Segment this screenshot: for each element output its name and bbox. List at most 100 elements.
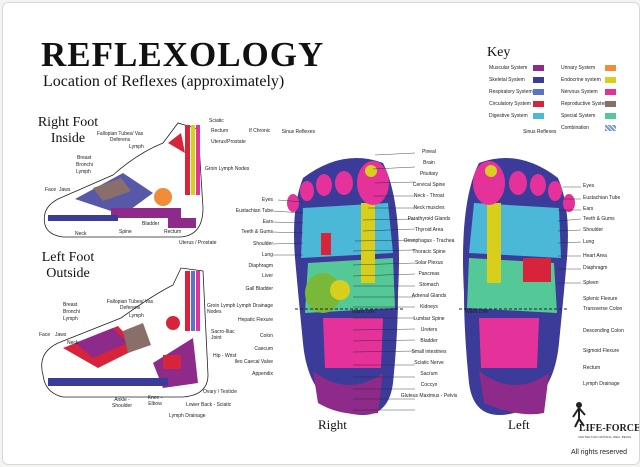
label-lymph-outside: Lymph	[129, 313, 144, 319]
brand-name: LIFE-FORCE	[579, 423, 640, 434]
leader-lines	[272, 152, 582, 411]
sole-center-label-1: Brain	[423, 160, 435, 167]
label-face: Face	[45, 187, 57, 193]
sole-center-label-19: Sciatic Nerve	[414, 359, 444, 366]
key-item-label: Combination	[561, 125, 590, 131]
label-fallopian-tubes: Fallopian Tubes/ Vas Deferens	[96, 131, 144, 143]
sole-right-label-3: Ears	[583, 206, 594, 212]
label-lower-back-sciatic: Lower Back - Sciatic	[186, 402, 232, 408]
sole-center-label-13: Adrenal Glands	[411, 293, 447, 300]
sole-center-label-5: Neck muscles	[413, 204, 445, 211]
sole-right-label-2: Eustachian Tube	[583, 195, 621, 201]
label-breast: Breast	[77, 155, 92, 161]
key-color-swatch	[605, 89, 616, 95]
key-item-label: Nervous System	[561, 89, 598, 95]
sole-right-label-10: Splenic Flexure	[583, 296, 618, 302]
page-subtitle: Location of Reflexes (approximately)	[43, 73, 285, 90]
sole-right-label-8: Diaphragm	[583, 265, 608, 271]
key-color-swatch	[605, 77, 616, 83]
key-item-label: Muscular System	[489, 65, 528, 71]
label-lymph-outside-2: Lymph	[63, 316, 78, 322]
label-spine: Spine	[119, 229, 132, 235]
key-item-label: Skeletal System	[489, 77, 525, 83]
right-foot-inside-drawing	[43, 122, 204, 238]
sole-center-label-10: Solar Plexus	[414, 260, 444, 266]
sole-center-label-9: Thoracic Spine	[412, 248, 446, 255]
rights-text: All rights reserved	[571, 449, 628, 456]
left-sole-drawing	[459, 158, 575, 415]
sole-right-label-7: Heart Area	[583, 253, 607, 259]
label-sciatic: Sciatic	[209, 118, 224, 124]
label-breast-outside: Breast	[63, 302, 78, 308]
sole-center-label-11: Pancreas	[418, 271, 440, 278]
label-neck-outside: Neck	[67, 340, 79, 346]
foot-name-right: Right	[318, 417, 347, 432]
sole-right-label-16: Lymph Drainage	[583, 381, 620, 387]
key-heading: Key	[487, 45, 511, 60]
page-title: REFLEXOLOGY	[41, 35, 325, 74]
label-face-outside: Face	[39, 332, 51, 338]
sole-center-label-4: Neck - Throat	[413, 193, 445, 200]
sole-left-label-2: Eustachian Tube	[235, 208, 273, 214]
label-ovary-testicle: Ovary / Testicle	[203, 389, 238, 395]
key-color-swatch	[533, 101, 544, 107]
sole-right-label-12: Waist Line	[465, 309, 489, 315]
sole-right-label-13: Descending Colon	[583, 328, 624, 334]
sole-left-label-0: Sinus Reflexes	[281, 129, 315, 135]
label-lymph: Lymph	[129, 144, 144, 150]
label-lymph-2: Lymph	[76, 169, 91, 175]
left-foot-outside-drawing	[41, 267, 209, 398]
sole-left-label-1: Eyes	[261, 197, 273, 203]
key-item-label: Digestive System	[489, 113, 528, 119]
sole-center-label-17: Bladder	[420, 337, 438, 344]
sole-left-label-3: Ears	[262, 219, 273, 225]
label-groin-lymph-nodes: Groin Lymph Nodes	[205, 166, 250, 172]
sole-center-label-6: Parathyroid Glands	[407, 215, 451, 222]
brand-tagline: CENTRE FOR NATURAL WELL BEING	[578, 435, 632, 439]
sole-left-label-6: Lung	[261, 252, 273, 258]
key-item-label: Endocrine system	[561, 77, 601, 83]
sole-center-label-8: Oesophagus - Trachea	[403, 237, 455, 244]
sole-left-label-10: Lymph Drainage	[236, 303, 273, 309]
sole-left-label-7: Diaphragm	[248, 263, 273, 269]
sole-center-label-2: Pituitary	[419, 171, 439, 178]
label-ankle-shoulder: Ankle - Shoulder	[111, 397, 132, 409]
sole-center-label-15: Lumbar Spine	[413, 315, 445, 322]
key-item-label: Special System	[561, 113, 596, 119]
brand-logo-graphic	[572, 402, 586, 428]
key-color-swatch	[605, 101, 616, 107]
key-item-label: Urinary System	[561, 65, 596, 71]
sole-left-label-4: Teeth & Gums	[241, 229, 273, 235]
sole-center-label-3: Cervical Spine	[412, 182, 446, 189]
sole-center-label-18: Small intestines	[411, 348, 447, 355]
foot-illustrations	[41, 122, 582, 415]
label-bronchi-outside: Bronchi	[63, 309, 80, 315]
sole-left-label-16: Appendix	[252, 371, 273, 377]
label-bladder: Bladder	[142, 221, 160, 227]
key-item-label: Respiratory System	[489, 89, 533, 95]
sole-left-label-15: Ileo Caecal Valve	[234, 359, 273, 365]
key-color-swatch	[533, 65, 544, 71]
label-bronchi: Bronchi	[76, 162, 93, 168]
key-item-label: Reproductive System	[561, 101, 609, 107]
key-color-swatch	[605, 113, 616, 119]
sole-center-label-0: Pineal	[422, 149, 436, 155]
label-jaws: Jaws	[59, 187, 71, 193]
key-color-swatch	[533, 89, 544, 95]
sole-left-label-13: Colon	[259, 333, 273, 339]
key-color-swatch	[605, 65, 616, 71]
sole-right-label-5: Shoulder	[583, 227, 604, 233]
sole-left-label-8: Liver	[262, 273, 273, 279]
key-color-swatch	[533, 77, 544, 83]
sole-right-label-14: Sigmoid Flexure	[583, 348, 620, 354]
sole-center-label-12: Stomach	[419, 282, 439, 289]
label-fallopian-tubes-outside: Fallopian Tubes/ Vas Deferens	[106, 299, 154, 311]
sole-center-label-7: Thyroid Area	[414, 226, 444, 233]
figure-logo-icon	[572, 402, 586, 428]
key-item-label: Circulatory System	[489, 101, 531, 107]
sole-center-label-14: Kidneys	[420, 304, 438, 311]
right-foot-inside-heading: Right Foot Inside	[37, 115, 99, 146]
label-jaws-outside: Jaws	[55, 332, 67, 338]
key-color-swatch	[605, 125, 616, 131]
